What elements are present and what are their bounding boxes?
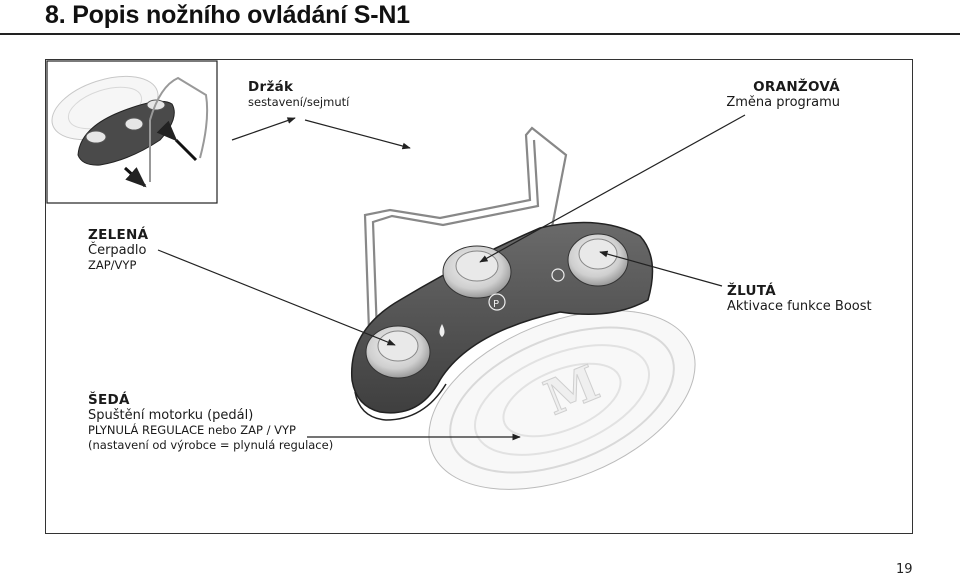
label-green: ZELENÁ Čerpadlo ZAP/VYP xyxy=(88,228,148,273)
pedal-plate: M xyxy=(428,310,696,490)
label-yellow: ŽLUTÁ Aktivace funkce Boost xyxy=(727,283,872,315)
label-gray-text: Spuštění motorku (pedál) xyxy=(88,408,254,423)
label-yellow-heading: ŽLUTÁ xyxy=(727,283,776,299)
label-holder-heading: Držák xyxy=(248,79,294,95)
inset-detail xyxy=(46,60,218,204)
page-title: 8. Popis nožního ovládání S-N1 xyxy=(45,1,410,29)
label-gray-sub: PLYNULÁ REGULACE nebo ZAP / VYP xyxy=(88,423,296,437)
button-green-pump[interactable] xyxy=(365,325,431,379)
label-orange-text: Změna programu xyxy=(726,95,840,110)
label-holder: Držák sestavení/sejmutí xyxy=(248,80,349,110)
title-rule xyxy=(0,33,960,35)
label-orange: ORANŽOVÁ Změna programu xyxy=(700,79,840,111)
label-yellow-text: Aktivace funkce Boost xyxy=(727,299,872,314)
figure-frame xyxy=(45,59,913,534)
holder-bracket xyxy=(363,126,568,363)
svg-text:P: P xyxy=(493,299,499,310)
label-green-text: Čerpadlo xyxy=(88,243,147,258)
boost-icon xyxy=(551,268,565,282)
label-holder-text: sestavení/sejmutí xyxy=(248,95,350,109)
label-gray-heading: ŠEDÁ xyxy=(88,392,130,408)
drop-icon xyxy=(439,324,445,337)
page-number: 19 xyxy=(896,562,913,577)
label-green-heading: ZELENÁ xyxy=(88,227,149,243)
button-yellow-boost[interactable] xyxy=(567,233,629,287)
button-orange-program[interactable] xyxy=(442,245,512,299)
label-green-sub: ZAP/VYP xyxy=(88,258,137,272)
label-gray-note: (nastavení od výrobce = plynulá regulace… xyxy=(88,438,334,452)
program-p-icon: P xyxy=(488,293,506,311)
leader-lines xyxy=(157,114,746,441)
label-gray: ŠEDÁ Spuštění motorku (pedál) PLYNULÁ RE… xyxy=(88,393,333,453)
label-orange-heading: ORANŽOVÁ xyxy=(753,79,840,95)
